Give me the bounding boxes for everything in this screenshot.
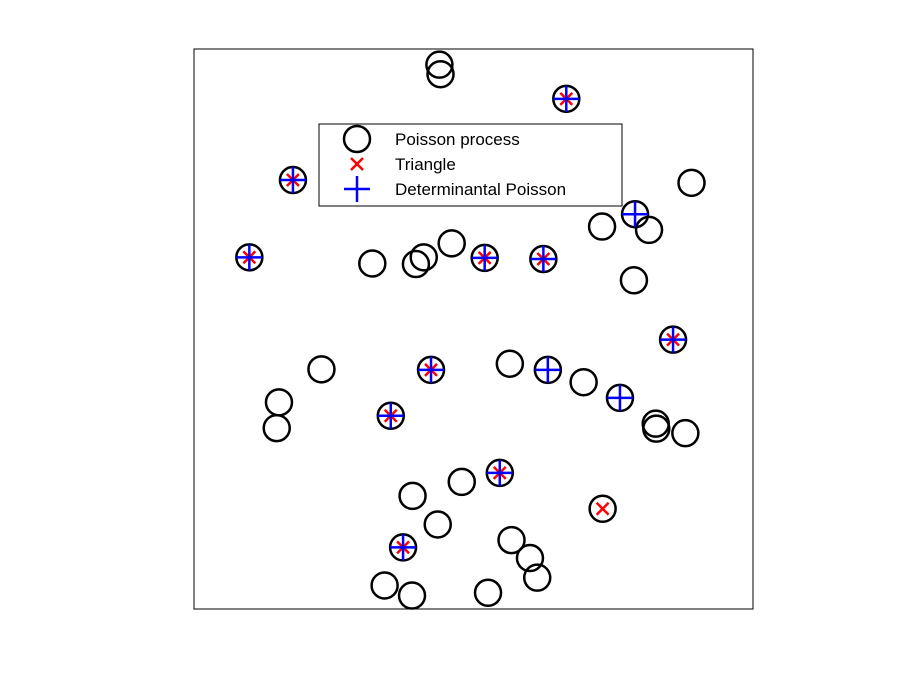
point-circle-16 xyxy=(619,266,649,295)
point-plus-6 xyxy=(660,326,687,353)
point-circle-36 xyxy=(497,525,526,555)
point-circle-7 xyxy=(634,215,664,245)
point-circle-15 xyxy=(401,249,431,279)
point-plus-2 xyxy=(622,201,649,228)
point-plus-1 xyxy=(279,167,306,194)
point-plus-10 xyxy=(377,402,404,429)
point-x-9 xyxy=(595,501,610,516)
point-circle-20 xyxy=(495,349,525,378)
point-circle-31 xyxy=(447,467,477,497)
legend-entry: Determinantal Poisson xyxy=(344,176,566,202)
chart-marks xyxy=(235,50,706,610)
point-circle-22 xyxy=(569,367,598,397)
point-plus-7 xyxy=(418,356,445,383)
point-circle-9 xyxy=(437,229,466,258)
point-circle-28 xyxy=(262,413,291,443)
point-plus-5 xyxy=(530,246,557,272)
point-circle-38 xyxy=(522,563,552,592)
point-plus-12 xyxy=(390,534,417,561)
legend-label: Poisson process xyxy=(395,130,520,149)
point-circle-0 xyxy=(425,50,454,79)
point-circle-1 xyxy=(426,59,455,89)
point-circle-41 xyxy=(473,578,503,608)
legend-x-icon xyxy=(350,157,364,171)
point-circle-40 xyxy=(397,581,427,610)
legend-label: Determinantal Poisson xyxy=(395,180,566,199)
point-plus-4 xyxy=(471,244,498,271)
legend-entry: Poisson process xyxy=(342,124,520,154)
point-circle-29 xyxy=(671,418,700,448)
point-circle-11 xyxy=(409,243,438,272)
point-plus-0 xyxy=(553,85,580,112)
point-plus-9 xyxy=(606,384,633,411)
legend-circle-icon xyxy=(342,124,372,154)
legend-plus-icon xyxy=(344,176,370,202)
point-circle-14 xyxy=(358,249,387,278)
point-circle-32 xyxy=(398,481,427,511)
point-circle-37 xyxy=(515,543,545,573)
point-circle-18 xyxy=(307,355,336,384)
point-plus-11 xyxy=(486,459,513,486)
point-circle-33 xyxy=(588,494,617,524)
point-circle-39 xyxy=(370,571,399,600)
point-circle-8 xyxy=(587,212,617,241)
legend-label: Triangle xyxy=(395,155,456,174)
series-plus xyxy=(236,85,687,561)
point-circle-5 xyxy=(677,168,706,198)
point-circle-27 xyxy=(642,414,671,443)
legend-entry: Triangle xyxy=(350,155,456,174)
point-circle-34 xyxy=(423,510,452,539)
point-plus-3 xyxy=(236,244,263,271)
point-plus-8 xyxy=(534,356,561,383)
